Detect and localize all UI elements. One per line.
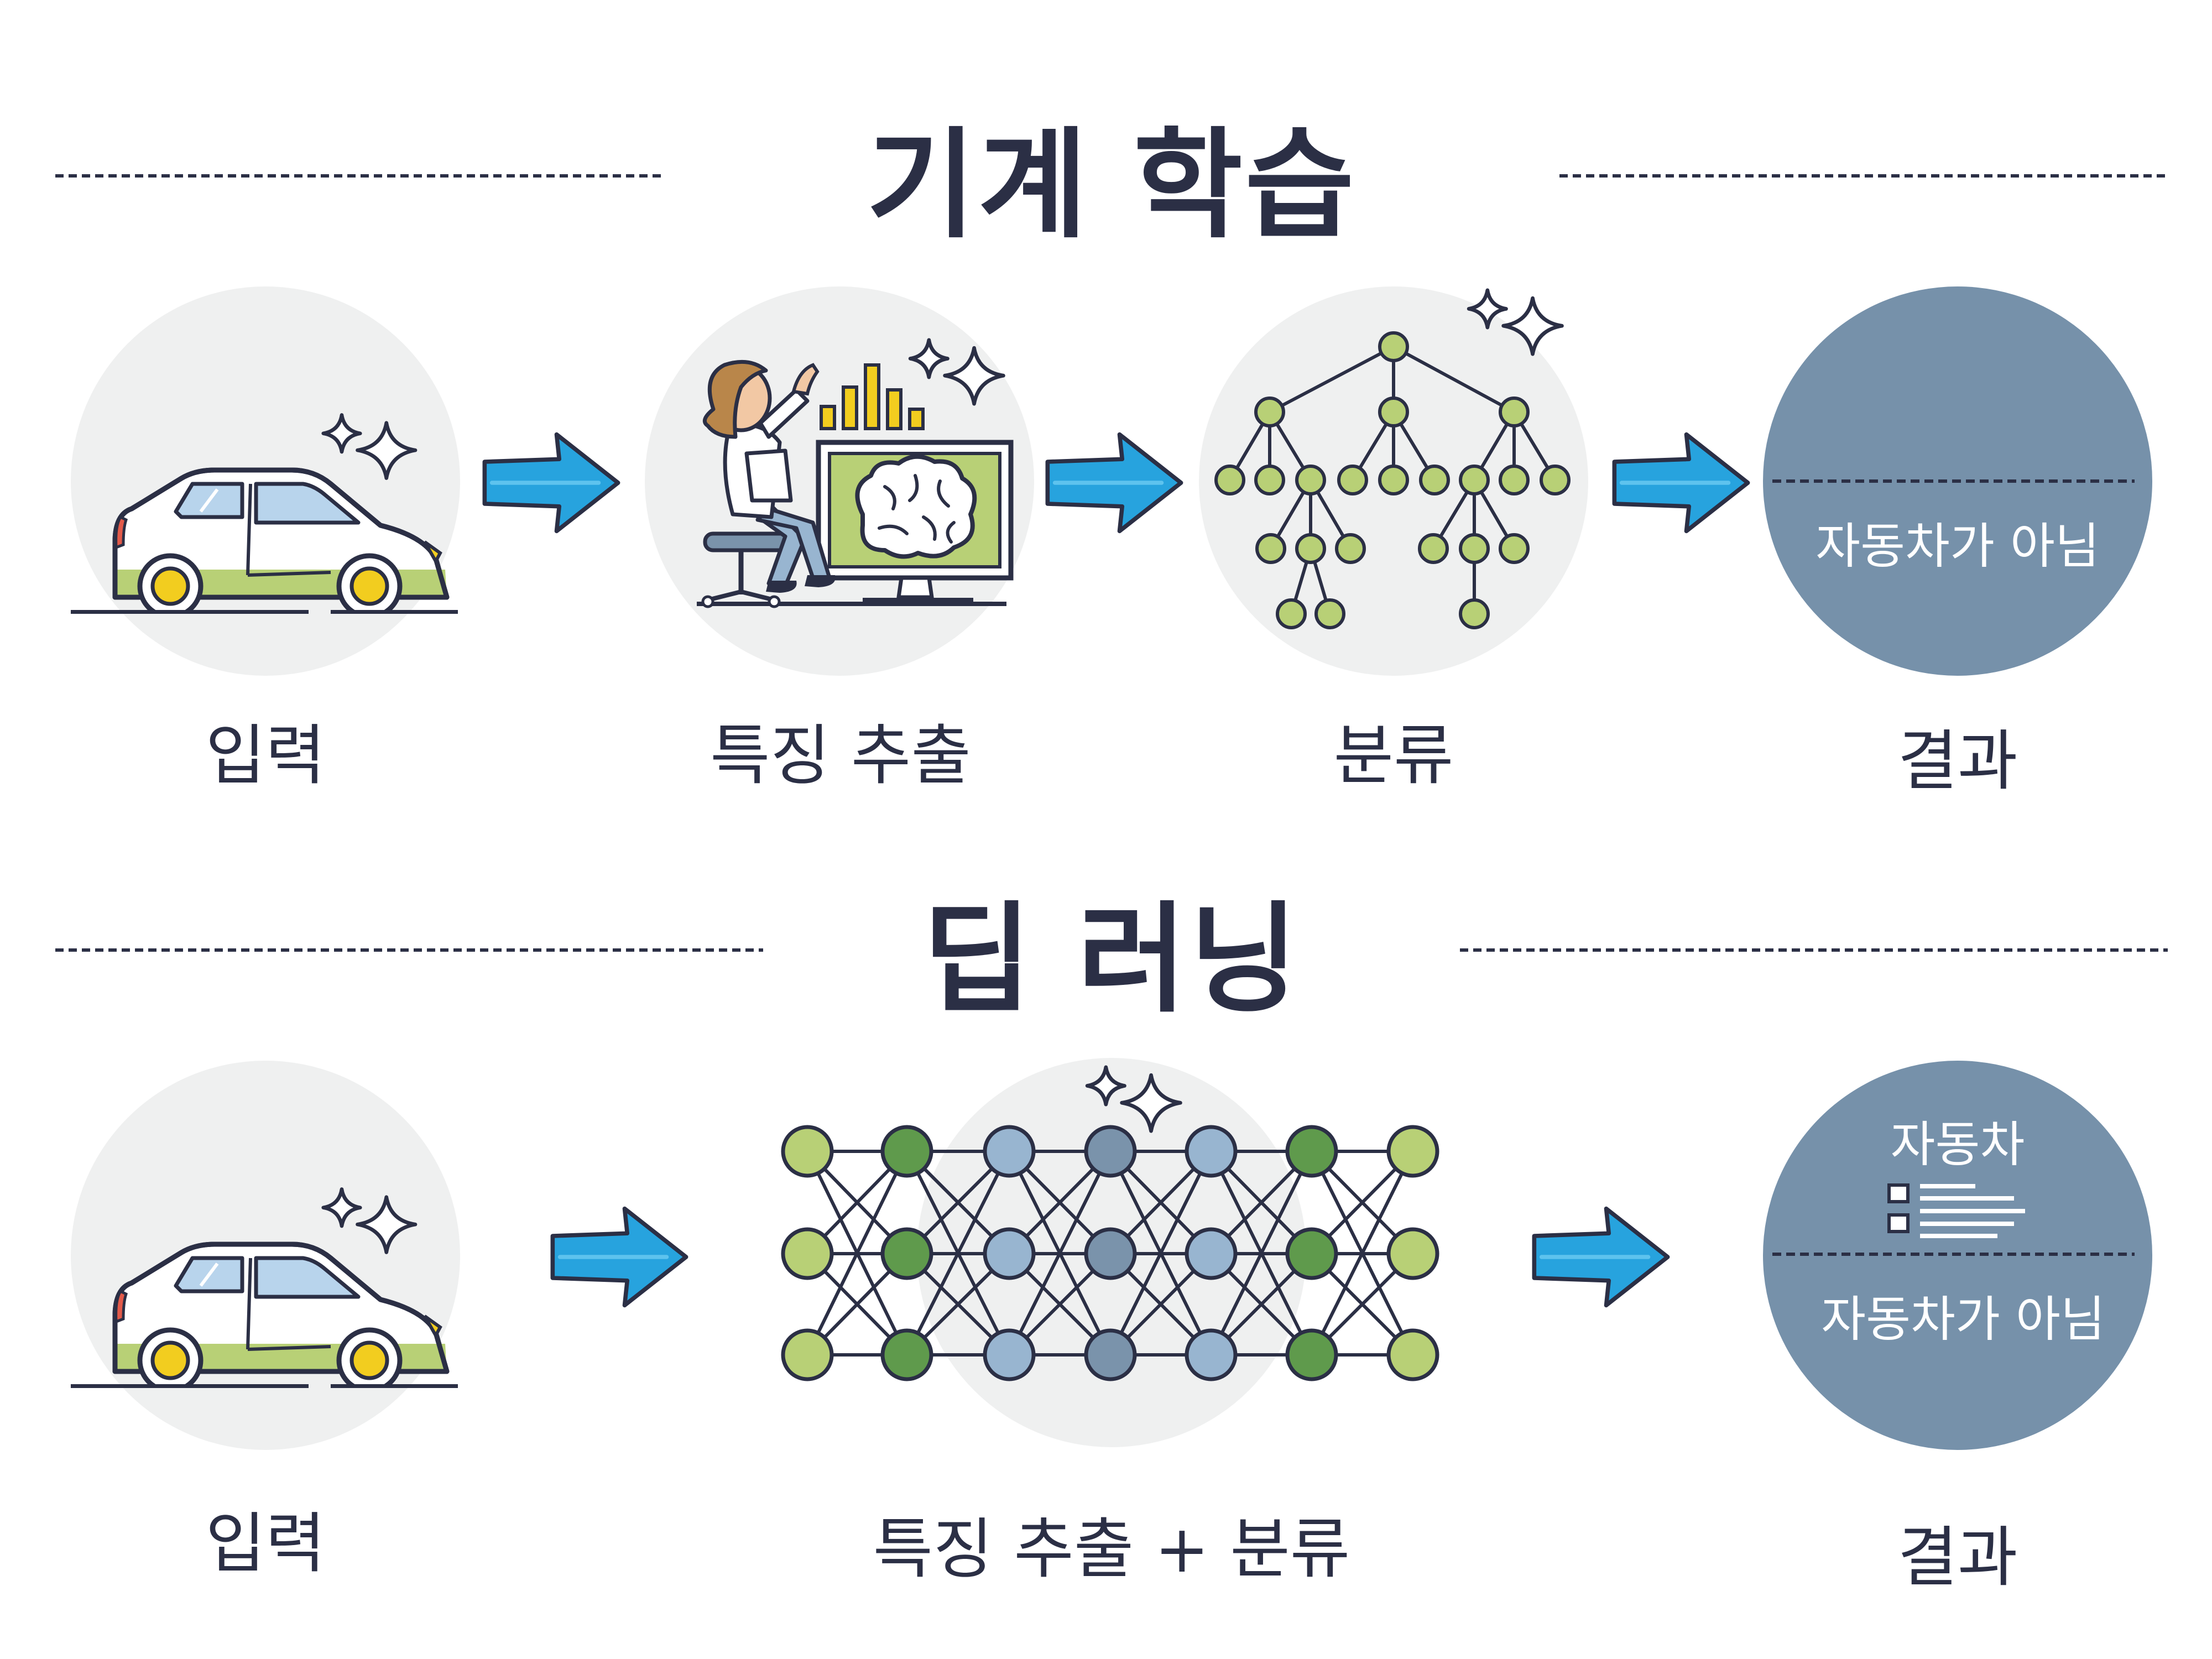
dl-result-negative: 자동차가 아님 bbox=[1821, 1290, 2105, 1348]
ml-label-result-box: 결과 bbox=[1897, 722, 2018, 799]
ml-label-result: 결과 bbox=[1897, 722, 2018, 799]
neural-network-icon bbox=[781, 1125, 1439, 1381]
tree-nodes bbox=[1214, 331, 1571, 629]
ml-result-step: 자동차가 아님 bbox=[1763, 286, 2152, 676]
dl-label-feature-extraction-classification: 특징 추출 + 분류 bbox=[873, 1510, 1350, 1587]
dl-result-negative-box: 자동차가 아님 bbox=[1821, 1290, 2105, 1348]
brain-icon bbox=[855, 454, 977, 559]
person-at-computer-icon bbox=[697, 359, 1006, 608]
ml-label-classification: 분류 bbox=[1333, 717, 1454, 794]
ml-label-feature-box: 특징 추출 bbox=[710, 717, 971, 794]
ml-label-input-box: 입력 bbox=[205, 717, 326, 794]
dl-title: 딥 러닝 bbox=[922, 889, 1301, 1024]
ml-label-classification-box: 분류 bbox=[1333, 717, 1454, 794]
ml-result-text-box: 자동차가 아님 bbox=[1815, 517, 2100, 575]
dl-label-input-box: 입력 bbox=[205, 1505, 326, 1582]
dl-input-step bbox=[71, 1061, 460, 1450]
dl-title-box: 딥 러닝 bbox=[922, 889, 1301, 1024]
ml-result-negative: 자동차가 아님 bbox=[1815, 517, 2100, 575]
dl-network-step bbox=[781, 1058, 1439, 1447]
ml-title-box: 기계 학습 bbox=[866, 115, 1357, 249]
ml-label-input: 입력 bbox=[205, 717, 326, 794]
dl-label-result-box: 결과 bbox=[1897, 1519, 2018, 1595]
dl-label-result: 결과 bbox=[1897, 1519, 2018, 1595]
arrow-right-icon bbox=[1534, 1209, 1667, 1306]
ml-feature-step bbox=[645, 286, 1034, 676]
arrow-right-icon bbox=[1614, 435, 1747, 531]
arrow-right-icon bbox=[484, 435, 618, 531]
dl-label-feature-box: 특징 추출 + 분류 bbox=[873, 1510, 1350, 1587]
dl-result-step: 자동차 자동차가 아님 bbox=[1763, 1061, 2152, 1450]
bar-chart-icon bbox=[820, 363, 925, 430]
dl-result-positive-box: 자동차 bbox=[1890, 1116, 2025, 1172]
dl-result-positive: 자동차 bbox=[1890, 1116, 2025, 1172]
ml-label-feature-extraction: 특징 추출 bbox=[710, 717, 971, 794]
ml-classification-step bbox=[1199, 286, 1588, 676]
arrow-right-icon bbox=[1047, 435, 1181, 531]
arrow-right-icon bbox=[552, 1209, 686, 1306]
dl-label-input: 입력 bbox=[205, 1505, 326, 1582]
ml-input-step bbox=[71, 286, 460, 676]
ml-title: 기계 학습 bbox=[866, 115, 1357, 249]
